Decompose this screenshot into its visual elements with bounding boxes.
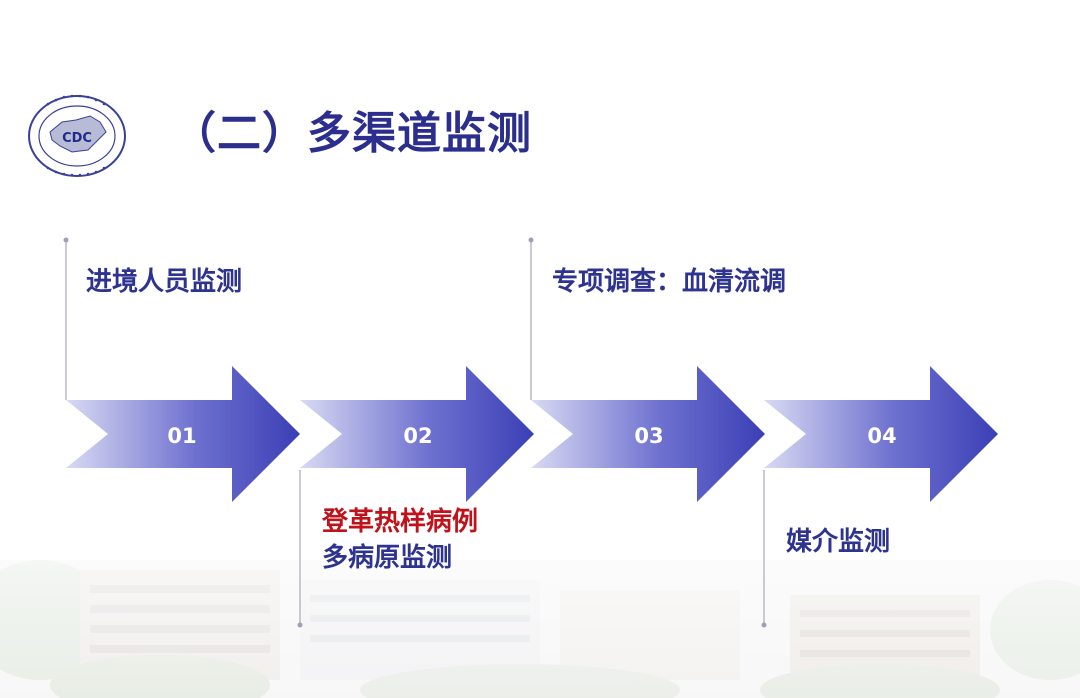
arrow-shape-02 <box>300 366 534 502</box>
step-label-04: 媒介监测 <box>786 527 891 557</box>
step-number-02: 02 <box>403 424 433 448</box>
connector-dot-01 <box>63 237 69 243</box>
arrow-shape-04 <box>764 366 998 502</box>
connector-dot-03 <box>528 237 534 243</box>
arrow-shape-01 <box>66 366 300 502</box>
step-label-03: 专项调查：血清流调 <box>552 267 787 297</box>
step-number-04: 04 <box>867 424 897 448</box>
step-number-03: 03 <box>634 424 664 448</box>
step-number-01: 01 <box>167 424 197 448</box>
step-label-01: 进境人员监测 <box>86 267 243 297</box>
building-backdrop-image <box>0 500 1080 698</box>
step-label-02-line-2: 多病原监测 <box>322 543 453 573</box>
connector-dot-04 <box>761 622 767 628</box>
step-label-02-highlight: 登革热样病例 <box>322 507 479 537</box>
arrow-shape-03 <box>531 366 765 502</box>
connector-dot-02 <box>297 622 303 628</box>
page-title: （二）多渠道监测 <box>172 108 532 159</box>
cdc-logo-icon: CDC <box>28 94 126 177</box>
cdc-logo-text: CDC <box>62 131 92 146</box>
